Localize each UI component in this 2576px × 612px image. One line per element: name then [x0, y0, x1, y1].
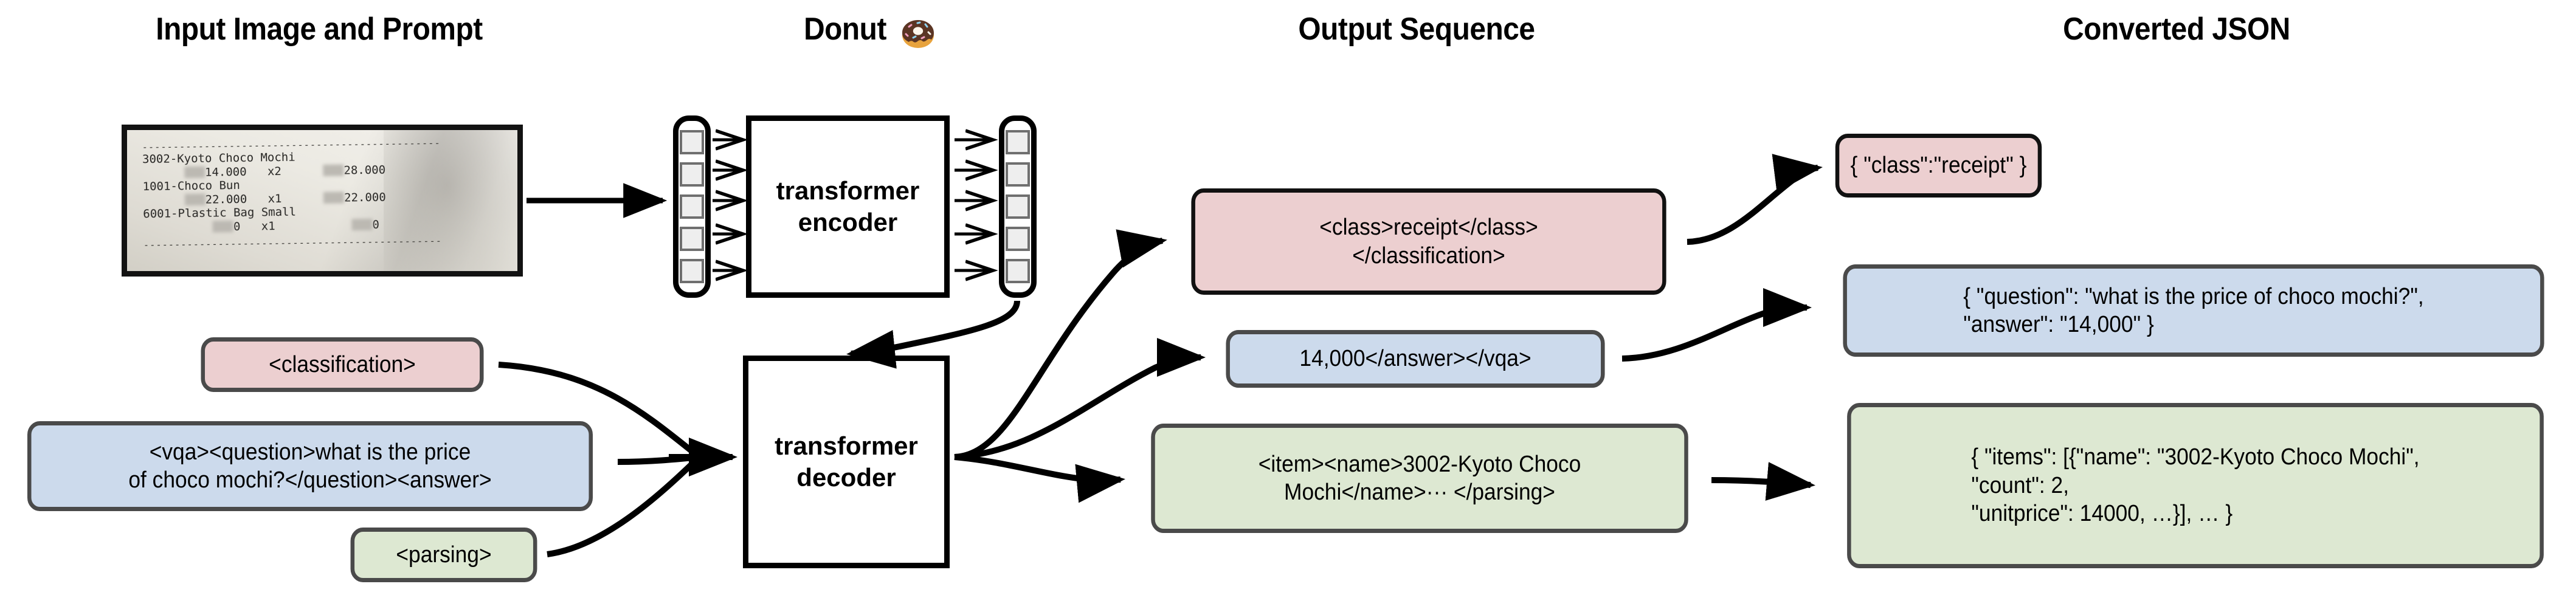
- patch-token: [680, 258, 704, 283]
- heading-output-sequence: Output Sequence: [1298, 12, 1535, 47]
- heading-converted-json: Converted JSON: [2063, 12, 2290, 47]
- transformer-encoder-label: transformer encoder: [776, 176, 920, 237]
- redaction-block: [212, 220, 234, 233]
- encoded-token: [1006, 226, 1030, 251]
- json-vqa-text: { "question": "what is the price of choc…: [1963, 283, 2424, 337]
- arrow-decoder-to-output-classification: [954, 229, 1167, 460]
- prompt-vqa-box[interactable]: <vqa><question>what is the price of choc…: [27, 421, 593, 511]
- arrow-decoder-to-output-parsing: [954, 454, 1125, 503]
- patch-token: [680, 226, 704, 251]
- arrow-output-to-json-classification: [1687, 154, 1823, 245]
- encoder-input-patch-tokens: [673, 115, 711, 298]
- heading-donut: Donut: [804, 12, 886, 47]
- encoded-token: [1006, 130, 1030, 155]
- json-parsing-box[interactable]: { "items": [{"name": "3002-Kyoto Choco M…: [1847, 403, 2544, 568]
- arrow-output-to-json-vqa: [1621, 288, 1812, 362]
- json-classification-text: { "class":"receipt" }: [1850, 153, 2027, 179]
- redaction-block: [184, 166, 205, 178]
- heading-input-image-and-prompt: Input Image and Prompt: [156, 12, 483, 47]
- redaction-block: [184, 193, 205, 205]
- prompt-classification-text: <classification>: [269, 351, 416, 377]
- prompt-vqa-text: <vqa><question>what is the price of choc…: [128, 439, 492, 493]
- output-parsing-box[interactable]: <item><name>3002-Kyoto Choco Mochi</name…: [1151, 424, 1688, 533]
- donut-emoji-icon: [902, 20, 934, 48]
- arrow-output-to-json-parsing: [1711, 462, 1815, 501]
- receipt-bottom-divider: ----------------------------------------…: [143, 235, 443, 250]
- output-vqa-text: 14,000</answer></vqa>: [1299, 346, 1531, 372]
- arrow-encoder-memory-to-decoder: [846, 300, 1020, 369]
- transformer-decoder-box: transformer decoder: [743, 356, 950, 568]
- redaction-block: [323, 191, 345, 204]
- prompt-classification-box[interactable]: <classification>: [201, 337, 484, 392]
- output-classification-text: <class>receipt</class> </classification>: [1319, 215, 1538, 269]
- patch-token: [680, 130, 704, 155]
- json-parsing-text: { "items": [{"name": "3002-Kyoto Choco M…: [1971, 444, 2420, 527]
- transformer-encoder-box: transformer encoder: [746, 115, 950, 298]
- json-vqa-box[interactable]: { "question": "what is the price of choc…: [1843, 264, 2544, 357]
- encoded-token: [1006, 258, 1030, 283]
- redaction-block: [323, 164, 344, 176]
- input-receipt-image: ----------------------------------------…: [122, 125, 523, 277]
- output-parsing-text: <item><name>3002-Kyoto Choco Mochi</name…: [1258, 451, 1581, 505]
- transformer-decoder-label: transformer decoder: [775, 431, 918, 492]
- output-classification-box[interactable]: <class>receipt</class> </classification>: [1191, 188, 1666, 295]
- output-vqa-box[interactable]: 14,000</answer></vqa>: [1226, 330, 1605, 388]
- prompt-parsing-text: <parsing>: [396, 542, 492, 568]
- encoder-output-tokens: [999, 115, 1037, 298]
- encoded-token: [1006, 194, 1030, 219]
- redaction-block: [351, 218, 373, 231]
- arrow-vqa-prompt-to-decoder: [617, 454, 700, 465]
- patch-token: [680, 194, 704, 219]
- patch-token: [680, 162, 704, 187]
- json-classification-box[interactable]: { "class":"receipt" }: [1835, 134, 2042, 198]
- prompt-parsing-box[interactable]: <parsing>: [350, 528, 537, 582]
- encoded-token: [1006, 162, 1030, 187]
